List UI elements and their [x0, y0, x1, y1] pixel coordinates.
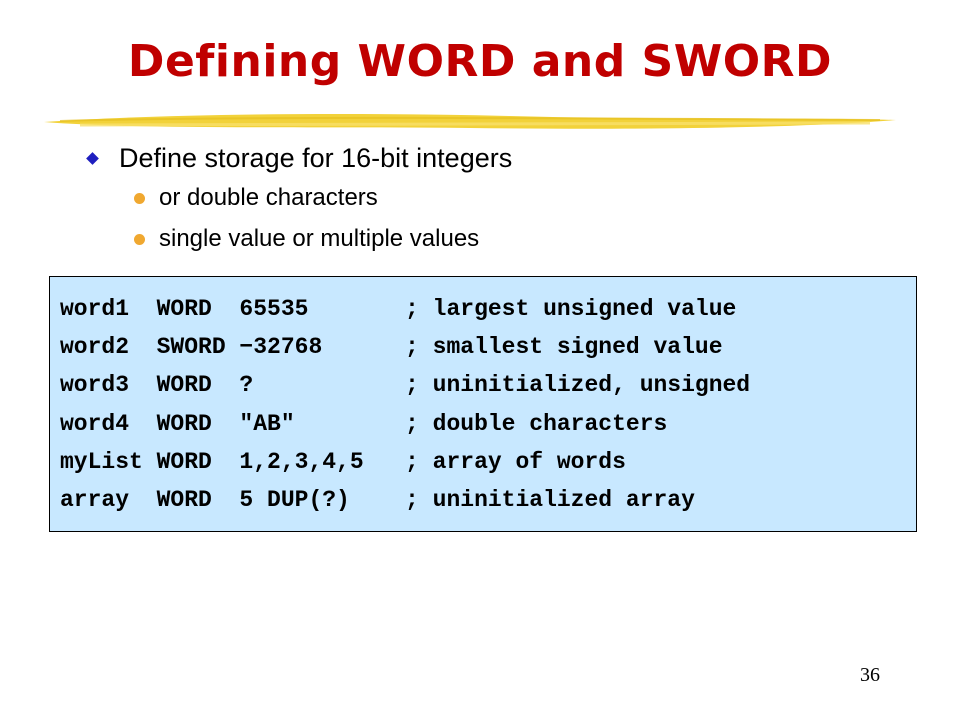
sub-bullet-text: or double characters [159, 184, 378, 211]
bullet-main: Define storage for 16-bit integers [82, 138, 512, 178]
code-line: myList WORD 1,2,3,4,5 ; array of words [60, 449, 626, 475]
code-line: word4 WORD "AB" ; double characters [60, 411, 668, 437]
title-underline [44, 114, 896, 129]
sub-bullet-item: single value or multiple values [134, 221, 479, 257]
code-line: word2 SWORD −32768 ; smallest signed val… [60, 334, 723, 360]
diamond-bullet-icon [86, 151, 99, 165]
code-line: word3 WORD ? ; uninitialized, unsigned [60, 372, 751, 398]
code-line: word1 WORD 65535 ; largest unsigned valu… [60, 296, 737, 322]
slide-title: Defining WORD and SWORD [127, 36, 833, 87]
sub-bullet-text: single value or multiple values [159, 225, 480, 252]
sub-bullet-item: or double characters [134, 180, 378, 216]
bullet-main-text: Define storage for 16-bit integers [119, 142, 513, 173]
code-block: word1 WORD 65535 ; largest unsigned valu… [49, 276, 917, 532]
page-number: 36 [860, 664, 880, 686]
code-line: array WORD 5 DUP(?) ; uninitialized arra… [60, 487, 695, 513]
dot-bullet-icon [134, 192, 145, 204]
dot-bullet-icon [134, 233, 145, 245]
